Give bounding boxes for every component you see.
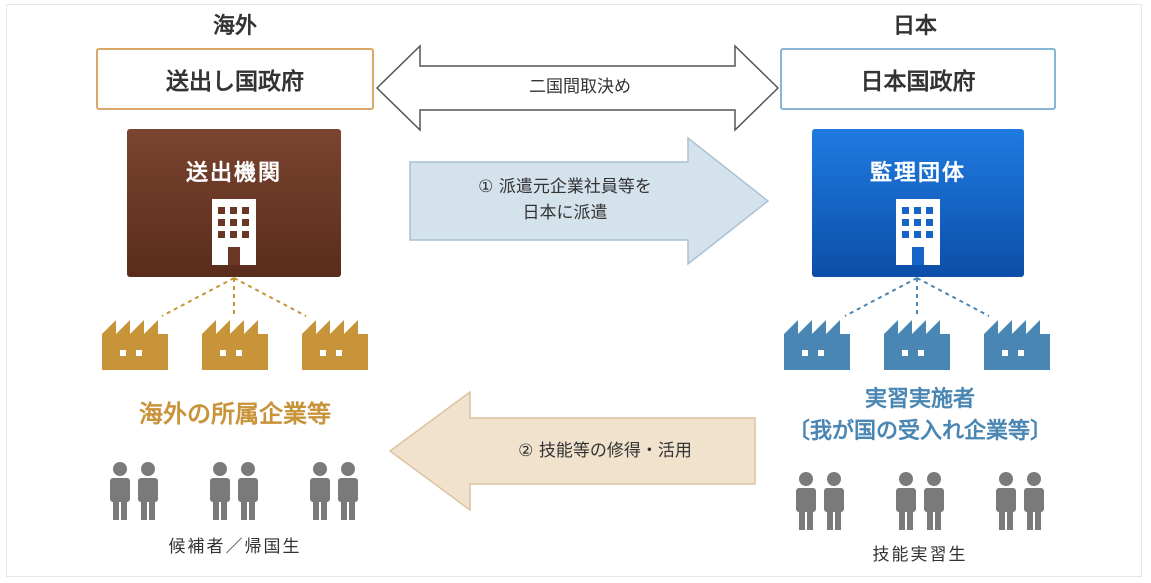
agreement-double-arrow xyxy=(375,44,780,132)
sending-government-box: 送出し国政府 xyxy=(96,48,374,110)
diagram-frame xyxy=(6,4,1142,577)
people-icon xyxy=(210,462,258,520)
connector-line xyxy=(161,277,235,317)
region-label-japan: 日本 xyxy=(892,14,937,39)
trainees-caption: 技能実習生 xyxy=(872,545,968,565)
return-arrow xyxy=(388,390,756,512)
candidates-caption: 候補者／帰国生 xyxy=(168,537,302,557)
factory-icon xyxy=(784,320,850,370)
sending-government-label: 送出し国政府 xyxy=(166,69,304,95)
building-icon xyxy=(212,199,256,265)
implementing-organization-line2: 〔我が国の受入れ企業等〕 xyxy=(787,419,1052,444)
connector-line xyxy=(916,277,990,317)
dispatch-arrow xyxy=(409,136,770,266)
implementing-organization-label: 実習実施者 〔我が国の受入れ企業等〕 xyxy=(750,384,1090,448)
factory-icon xyxy=(302,320,368,370)
factory-icon xyxy=(884,320,950,370)
people-icon xyxy=(996,472,1044,530)
agreement-label: 二国間取決め xyxy=(529,77,631,97)
supervising-organization-label: 監理団体 xyxy=(869,161,966,186)
connector-line xyxy=(233,277,307,317)
japan-government-label: 日本国政府 xyxy=(860,69,976,95)
implementing-organization-line1: 実習実施者 xyxy=(864,387,975,412)
dispatch-label: ① 派遣元企業社員等を 日本に派遣 xyxy=(430,174,700,226)
people-icon xyxy=(796,472,844,530)
factory-icon xyxy=(984,320,1050,370)
factory-icon xyxy=(202,320,268,370)
supervising-organization-box: 監理団体 xyxy=(812,129,1024,277)
dispatch-label-line1: ① 派遣元企業社員等を xyxy=(478,177,652,197)
region-label-overseas: 海外 xyxy=(212,14,257,39)
dispatch-label-line2: 日本に派遣 xyxy=(522,203,608,223)
return-label: ② 技能等の修得・活用 xyxy=(518,441,692,461)
people-icon xyxy=(896,472,944,530)
overseas-companies-label: 海外の所属企業等 xyxy=(139,400,331,428)
japan-government-box: 日本国政府 xyxy=(780,48,1056,110)
sending-organization-box: 送出機関 xyxy=(127,129,341,277)
connector-line xyxy=(844,277,918,317)
people-icon xyxy=(110,462,158,520)
building-icon xyxy=(896,199,940,265)
sending-organization-label: 送出機関 xyxy=(185,161,282,186)
factory-icon xyxy=(102,320,168,370)
people-icon xyxy=(310,462,358,520)
